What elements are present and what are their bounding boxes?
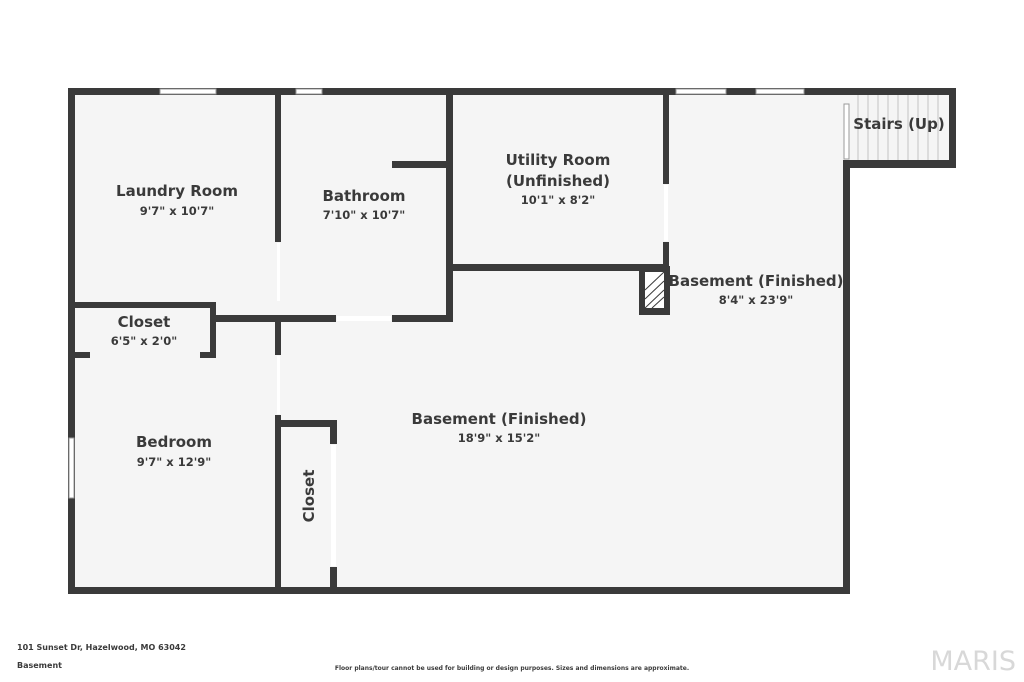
room-closet-side: Closet	[300, 470, 318, 523]
room-name-line2: (Unfinished)	[506, 172, 610, 190]
room-utility: Utility Room (Unfinished) 10'1" x 8'2"	[506, 151, 611, 207]
floor-main	[72, 92, 848, 590]
room-dims: 9'7" x 12'9"	[137, 455, 211, 469]
room-dims: 8'4" x 23'9"	[719, 293, 793, 307]
window-basement-2	[755, 88, 805, 95]
room-dims: 6'5" x 2'0"	[111, 334, 177, 348]
room-name: Laundry Room	[116, 182, 238, 200]
floor-level-label: Basement	[17, 661, 62, 670]
room-name: Basement (Finished)	[669, 272, 844, 290]
room-bedroom: Bedroom 9'7" x 12'9"	[136, 433, 212, 469]
room-name: Bathroom	[322, 187, 405, 205]
room-name: Stairs (Up)	[853, 115, 944, 133]
window-bedroom	[68, 437, 75, 499]
stair-treads	[857, 95, 939, 162]
room-name: Closet	[300, 470, 318, 523]
door-openings	[277, 185, 668, 566]
room-dims: 9'7" x 10'7"	[140, 204, 214, 218]
property-address: 101 Sunset Dr, Hazelwood, MO 63042	[17, 643, 186, 652]
windows	[68, 88, 850, 499]
room-closet-top: Closet 6'5" x 2'0"	[111, 313, 177, 348]
window-stairs	[843, 103, 850, 160]
exterior-walls	[68, 88, 956, 594]
room-name: Bedroom	[136, 433, 212, 451]
room-basement-main: Basement (Finished) 18'9" x 15'2"	[412, 410, 587, 445]
room-stairs: Stairs (Up)	[853, 115, 944, 133]
room-laundry: Laundry Room 9'7" x 10'7"	[116, 182, 238, 218]
room-name: Closet	[118, 313, 171, 331]
brand-logo: MARIS	[930, 646, 1016, 677]
room-basement-east: Basement (Finished) 8'4" x 23'9"	[669, 272, 844, 307]
room-dims: 18'9" x 15'2"	[458, 431, 540, 445]
room-dims: 7'10" x 10'7"	[323, 208, 405, 222]
room-dims: 10'1" x 8'2"	[521, 193, 595, 207]
chimney-hatch	[644, 271, 665, 309]
floor-stairs	[848, 92, 953, 165]
room-name: Basement (Finished)	[412, 410, 587, 428]
room-bathroom: Bathroom 7'10" x 10'7"	[322, 187, 405, 222]
disclaimer-text: Floor plans/tour cannot be used for buil…	[334, 665, 690, 672]
room-name-line1: Utility Room	[506, 151, 611, 169]
window-laundry	[159, 88, 217, 95]
window-bathroom	[295, 88, 323, 95]
window-basement-1	[675, 88, 727, 95]
